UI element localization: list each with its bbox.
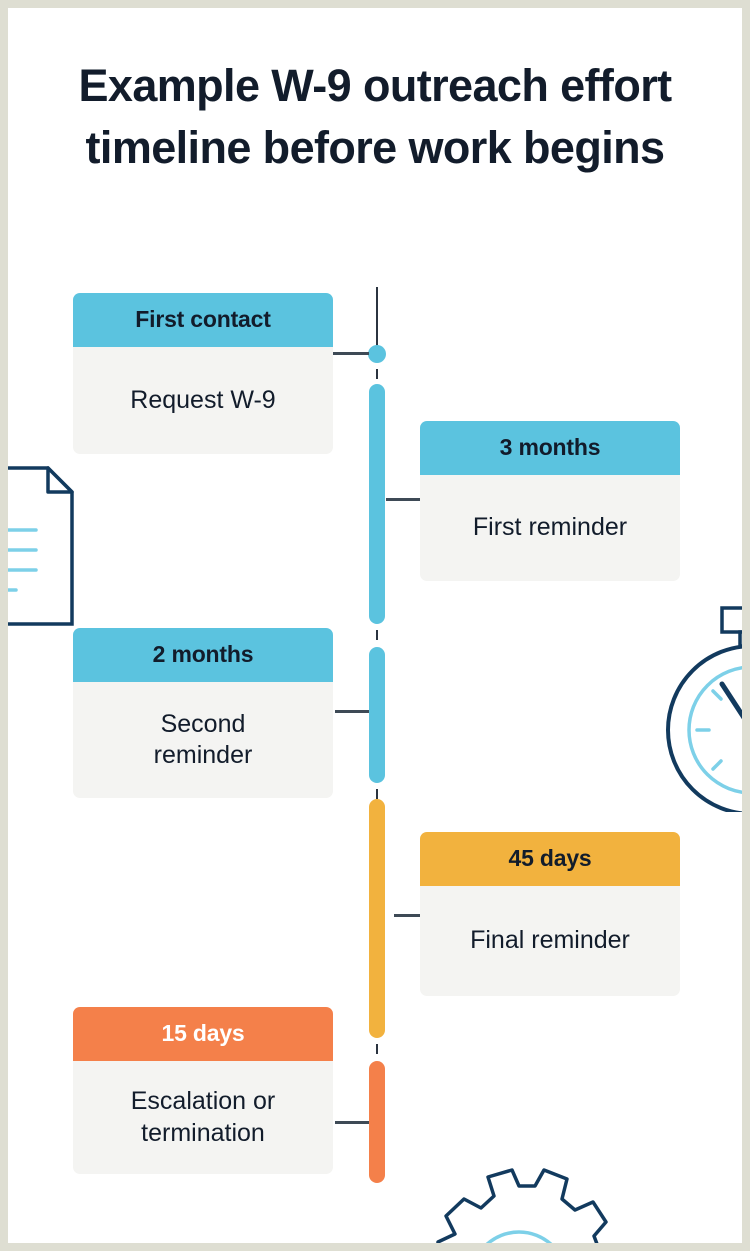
infographic-canvas: Example W-9 outreach effort timeline bef… [8, 8, 742, 1243]
gear-icon [436, 1168, 608, 1243]
milestone-label-first-contact: First contact [73, 293, 333, 347]
spine-dash-4 [376, 1044, 378, 1054]
milestone-card-2-months[interactable]: 2 months Second reminder [73, 628, 333, 798]
milestone-label-2-months: 2 months [73, 628, 333, 682]
spine-dot-first-contact [368, 345, 386, 363]
milestone-card-45-days[interactable]: 45 days Final reminder [420, 832, 680, 996]
page-title: Example W-9 outreach effort timeline bef… [78, 60, 672, 174]
milestone-card-15-days[interactable]: 15 days Escalation or termination [73, 1007, 333, 1174]
connector-first-contact [333, 352, 369, 355]
milestone-card-3-months[interactable]: 3 months First reminder [420, 421, 680, 581]
milestone-description-first-contact: Request W-9 [73, 347, 333, 454]
spine-segment-2 [369, 647, 385, 783]
milestone-description-2-months: Second reminder [73, 682, 333, 798]
connector-15-days [335, 1121, 369, 1124]
milestone-label-15-days: 15 days [73, 1007, 333, 1061]
spine-dash-3 [376, 789, 378, 799]
connector-3-months [386, 498, 420, 501]
milestone-card-first-contact[interactable]: First contact Request W-9 [73, 293, 333, 454]
spine-dash-1 [376, 369, 378, 379]
spine-segment-1 [369, 384, 385, 624]
milestone-label-45-days: 45 days [420, 832, 680, 886]
spine-dash-2 [376, 630, 378, 640]
milestone-description-3-months: First reminder [420, 475, 680, 581]
connector-45-days [394, 914, 420, 917]
document-icon [8, 466, 74, 626]
spine-segment-3 [369, 799, 385, 1038]
milestone-label-3-months: 3 months [420, 421, 680, 475]
spine-top-line [376, 287, 378, 351]
connector-2-months [335, 710, 369, 713]
spine-segment-4 [369, 1061, 385, 1183]
stopwatch-icon [666, 606, 742, 812]
milestone-description-15-days: Escalation or termination [73, 1061, 333, 1174]
milestone-description-45-days: Final reminder [420, 886, 680, 996]
